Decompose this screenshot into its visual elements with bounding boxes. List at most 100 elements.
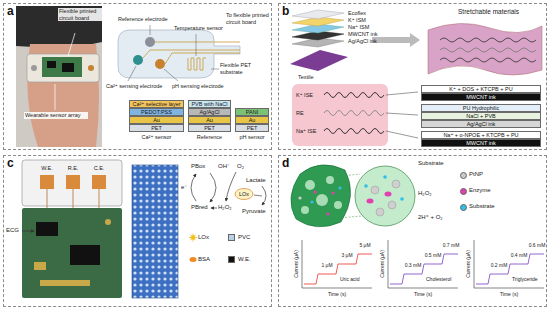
panel-letter: b <box>282 5 289 18</box>
annotation-label: To flexible printed circuit board <box>226 12 270 25</box>
annotation-label: Triglyceride <box>512 276 538 282</box>
annotation-label: Stretchable materials <box>458 8 519 16</box>
annotation-label: Temperature sensor <box>174 25 223 32</box>
annotation-label: Lactate <box>246 177 266 184</box>
layer-band: Ca²⁺ selective layer <box>129 100 184 108</box>
panel-frame: d <box>278 155 547 307</box>
annotation-label: Current (μA) <box>465 250 471 278</box>
layer-band: PET <box>188 124 231 132</box>
layer-name: PANI <box>246 109 258 116</box>
layer-name: Au <box>249 117 256 124</box>
annotation-label: Current (μA) <box>293 250 299 278</box>
annotation-label: 3 μM <box>341 252 352 258</box>
annotation-label: Na⁺ ISE <box>296 128 316 135</box>
annotation-label: Na⁺ ISM <box>348 24 369 31</box>
layer-name: Au <box>206 117 213 124</box>
annotation-label: Flexible printed circuit board <box>58 8 104 21</box>
annotation-label: 0.4 mM <box>511 252 528 258</box>
annotation-label: R.E. <box>68 165 79 172</box>
annotation-label: 5 μM <box>359 242 370 248</box>
layer-band: Au <box>188 116 231 124</box>
annotation-label: W.E. <box>41 165 53 172</box>
material-box: NaCl + PVB <box>421 112 541 120</box>
annotation-label: Time (s) <box>328 291 346 297</box>
annotation-label: RE <box>296 110 304 117</box>
material-name: MWCNT ink <box>466 140 496 147</box>
layer-band: PEDOT:PSS <box>129 108 184 116</box>
annotation-label: Ca²⁺ sensing electrode <box>106 83 162 90</box>
annotation-label: e⁻ <box>181 184 188 191</box>
layer-band: PET <box>129 124 184 132</box>
annotation-label: ECG <box>6 227 19 234</box>
annotation-label: Time (s) <box>500 291 518 297</box>
legend-text: PVC <box>238 234 250 241</box>
annotation-label: Flexible PET substrate <box>220 62 268 75</box>
material-box: Na⁺ + o-NPOE + KTCPB + PU <box>421 131 541 139</box>
layer-band: PVB with NaCl <box>188 100 231 108</box>
material-box: PU Hydrophilic <box>421 104 541 112</box>
annotation-label: H₂O₂ <box>418 190 432 197</box>
annotation-label: Textile <box>298 74 314 81</box>
annotation-label: Substrate <box>418 160 444 167</box>
layer-band: PET <box>235 124 269 132</box>
material-name: Ag/AgCl ink <box>467 121 496 128</box>
layer-name: PVB with NaCl <box>191 101 227 108</box>
annotation-label: LOx <box>239 191 249 198</box>
legend-swatch <box>460 204 467 211</box>
panel-letter: a <box>7 5 14 18</box>
annotation-label: H₂O₂ <box>218 204 232 211</box>
annotation-label: 0.5 mM <box>425 252 442 258</box>
legend-text: LOx <box>198 234 209 241</box>
layer-name: Au <box>153 117 160 124</box>
annotation-label: MWCNT ink <box>348 31 378 38</box>
material-name: Na⁺ + o-NPOE + KTCPB + PU <box>443 132 518 139</box>
legend-text: Enzyme <box>469 187 491 194</box>
annotation-label: Time (s) <box>414 291 432 297</box>
annotation-label: O₂ <box>237 163 244 170</box>
legend-text: BSA <box>198 256 210 263</box>
layer-band: PANI <box>235 108 269 116</box>
material-box: K⁺ + DOS + KTCPB + PU <box>421 85 541 93</box>
layer-band: Au <box>235 116 269 124</box>
annotation-label: 0.7 mM <box>443 242 460 248</box>
panel-letter: d <box>282 157 289 170</box>
annotation-label: Cholesterol <box>426 276 451 282</box>
annotation-label: 0.2 mM <box>491 262 508 268</box>
material-box: MWCNT ink <box>421 139 541 147</box>
layer-name: Ca²⁺ selective layer <box>132 101 180 108</box>
annotation-label: K⁺ ISE <box>296 92 313 99</box>
layer-name: PET <box>247 125 258 132</box>
layer-band: Ag/AgCl <box>188 108 231 116</box>
annotation-label: 2H⁺ + O₂ <box>418 214 443 221</box>
layer-name: PET <box>151 125 162 132</box>
annotation-label: PBred <box>191 204 208 211</box>
panel-frame: aCa²⁺ selective layerPEDOT:PSSAuPETPVB w… <box>3 3 272 150</box>
material-name: K⁺ + DOS + KTCPB + PU <box>449 86 512 93</box>
annotation-label: 0.3 mM <box>405 262 422 268</box>
annotation-label: PBox <box>191 163 205 170</box>
annotation-label: Reference electrode <box>118 16 168 23</box>
annotation-label: Reference <box>197 134 222 141</box>
annotation-label: C.E. <box>94 165 105 172</box>
material-name: MWCNT ink <box>466 94 496 101</box>
annotation-label: OH⁻ <box>218 163 230 170</box>
annotation-label: pH sensor <box>239 134 264 141</box>
panel-letter: c <box>7 157 14 170</box>
material-box: Ag/AgCl ink <box>421 120 541 128</box>
panel-frame: c <box>3 155 272 307</box>
legend-swatch <box>228 234 235 241</box>
material-name: NaCl + PVB <box>466 113 496 120</box>
legend-swatch <box>460 172 467 179</box>
layer-name: PEDOT:PSS <box>141 109 172 116</box>
annotation-label: Uric acid <box>340 276 359 282</box>
layer-band: Au <box>129 116 184 124</box>
annotation-label: 0.6 mM <box>529 242 546 248</box>
annotation-label: Ecoflex <box>348 10 366 17</box>
annotation-label: Ag/AgCl ink <box>348 38 377 45</box>
annotation-label: K⁺ ISM <box>348 17 366 24</box>
legend-text: Substrate <box>469 203 495 210</box>
panel-frame: bK⁺ + DOS + KTCPB + PUMWCNT inkPU Hydrop… <box>278 3 547 150</box>
material-name: PU Hydrophilic <box>463 105 499 112</box>
annotation-label: 1 μM <box>321 262 332 268</box>
